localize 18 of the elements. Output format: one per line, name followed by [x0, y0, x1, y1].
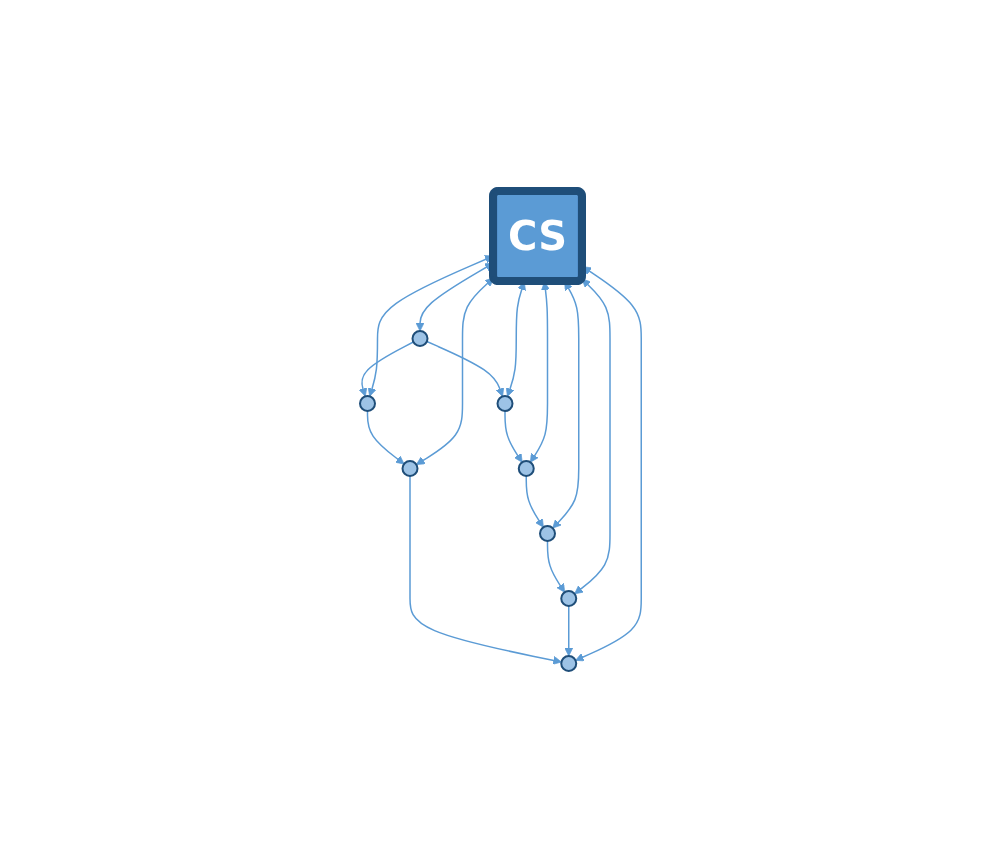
node-circle — [496, 394, 514, 412]
node-circle — [411, 329, 429, 347]
node-circle — [401, 459, 419, 477]
arrow — [547, 539, 566, 593]
arrow — [574, 278, 612, 594]
arrow — [409, 474, 563, 665]
arrow — [564, 604, 574, 656]
node-circle — [560, 589, 578, 607]
node-circle — [560, 654, 578, 672]
arrow — [504, 409, 523, 463]
node-circle — [539, 524, 557, 542]
arrow — [575, 265, 643, 661]
arrow — [426, 340, 505, 397]
arrow — [367, 409, 405, 464]
arrow — [525, 474, 545, 528]
node-circle — [359, 394, 377, 412]
node-circle — [518, 459, 536, 477]
arrow — [359, 340, 415, 397]
